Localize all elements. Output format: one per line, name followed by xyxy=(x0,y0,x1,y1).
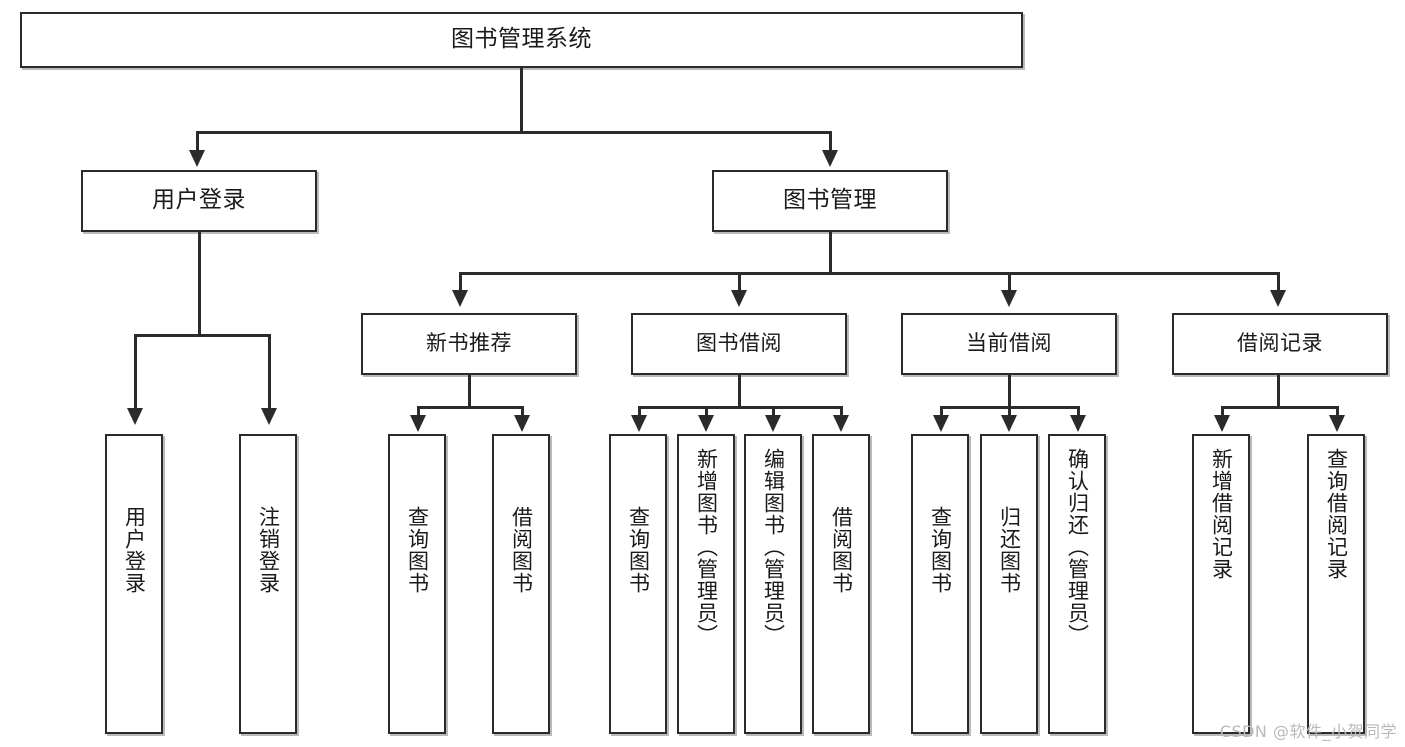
leaf-logout[interactable]: 注销登录 xyxy=(239,434,297,734)
edge-book-manage-elbow xyxy=(459,272,1279,275)
leaf-edit-book-label: 编辑图书（管理员） xyxy=(761,448,786,646)
node-current-borrow-label: 当前借阅 xyxy=(966,331,1052,356)
node-new-book-rec-label: 新书推荐 xyxy=(426,331,512,356)
arrow-root-to-book-manage xyxy=(822,150,838,167)
arrow-user-login-to-leaf-2 xyxy=(261,408,277,425)
edge-book-manage-stem xyxy=(829,232,832,274)
edge-root-stem xyxy=(520,68,523,133)
node-current-borrow[interactable]: 当前借阅 xyxy=(901,313,1117,375)
edge-user-login-elbow xyxy=(134,334,270,337)
arrow-user-login-to-leaf-1 xyxy=(127,408,143,425)
leaf-borrow-book-2-label: 借阅图书 xyxy=(829,506,854,594)
node-new-book-rec[interactable]: 新书推荐 xyxy=(361,313,577,375)
node-user-login[interactable]: 用户登录 xyxy=(81,170,317,232)
arrow-book-borrow-to-leaf-3 xyxy=(765,415,781,432)
leaf-return-book[interactable]: 归还图书 xyxy=(980,434,1038,734)
leaf-return-book-label: 归还图书 xyxy=(997,506,1022,594)
leaf-query-book-3[interactable]: 查询图书 xyxy=(911,434,969,734)
leaf-borrow-book-1-label: 借阅图书 xyxy=(509,506,534,594)
leaf-logout-label: 注销登录 xyxy=(256,506,281,594)
arrow-book-borrow-to-leaf-2 xyxy=(698,415,714,432)
node-root-label: 图书管理系统 xyxy=(451,26,592,53)
edge-root-elbow xyxy=(196,131,832,134)
leaf-add-record[interactable]: 新增借阅记录 xyxy=(1192,434,1250,734)
edge-book-borrow-to-leaf-4 xyxy=(840,406,843,420)
arrow-current-borrow-to-leaf-3 xyxy=(1070,415,1086,432)
arrow-root-to-user-login xyxy=(189,150,205,167)
arrow-borrow-record-to-leaf-2 xyxy=(1329,415,1345,432)
edge-book-borrow-elbow xyxy=(638,406,843,409)
edge-borrow-record-stem xyxy=(1277,375,1280,409)
node-book-manage-label: 图书管理 xyxy=(783,187,877,214)
leaf-borrow-book-2[interactable]: 借阅图书 xyxy=(812,434,870,734)
edge-root-to-user-login xyxy=(196,131,199,154)
edge-book-borrow-to-leaf-1 xyxy=(638,406,641,420)
edge-current-borrow-stem xyxy=(1008,375,1011,409)
leaf-user-login-label: 用户登录 xyxy=(122,506,147,594)
leaf-query-book-2[interactable]: 查询图书 xyxy=(609,434,667,734)
leaf-confirm-return[interactable]: 确认归还（管理员） xyxy=(1048,434,1106,734)
edge-book-manage-to-borrow-record xyxy=(1277,272,1280,294)
edge-book-borrow-stem xyxy=(738,375,741,409)
edge-new-book-rec-elbow xyxy=(417,406,523,409)
edge-root-to-book-manage xyxy=(829,131,832,154)
arrow-book-manage-to-borrow-record xyxy=(1270,290,1286,307)
csdn-watermark: CSDN @软件_小贺同学 xyxy=(1219,722,1397,741)
leaf-edit-book[interactable]: 编辑图书（管理员） xyxy=(744,434,802,734)
node-root[interactable]: 图书管理系统 xyxy=(20,12,1023,68)
edge-user-login-stem xyxy=(198,232,201,336)
edge-borrow-record-to-leaf-1 xyxy=(1221,406,1224,420)
leaf-query-book-1-label: 查询图书 xyxy=(405,506,430,594)
leaf-add-record-label: 新增借阅记录 xyxy=(1209,448,1234,580)
leaf-query-record-label: 查询借阅记录 xyxy=(1324,448,1349,580)
arrow-current-borrow-to-leaf-1 xyxy=(933,415,949,432)
edge-book-borrow-to-leaf-2 xyxy=(705,406,708,420)
edge-user-login-to-leaf-2 xyxy=(268,334,271,412)
arrow-book-borrow-to-leaf-4 xyxy=(833,415,849,432)
leaf-borrow-book-1[interactable]: 借阅图书 xyxy=(492,434,550,734)
leaf-add-book[interactable]: 新增图书（管理员） xyxy=(677,434,735,734)
arrow-borrow-record-to-leaf-1 xyxy=(1214,415,1230,432)
arrow-book-manage-to-new-book-rec xyxy=(452,290,468,307)
node-book-manage[interactable]: 图书管理 xyxy=(712,170,948,232)
edge-current-borrow-to-leaf-3 xyxy=(1077,406,1080,420)
arrow-current-borrow-to-leaf-2 xyxy=(1001,415,1017,432)
edge-new-book-rec-stem xyxy=(468,375,471,409)
arrow-book-manage-to-current-borrow xyxy=(1001,290,1017,307)
node-book-borrow-label: 图书借阅 xyxy=(696,331,782,356)
edge-new-book-rec-to-leaf-1 xyxy=(417,406,420,420)
node-user-login-label: 用户登录 xyxy=(152,187,246,214)
leaf-user-login[interactable]: 用户登录 xyxy=(105,434,163,734)
leaf-query-book-1[interactable]: 查询图书 xyxy=(388,434,446,734)
node-borrow-record-label: 借阅记录 xyxy=(1237,331,1323,356)
leaf-query-book-3-label: 查询图书 xyxy=(928,506,953,594)
edge-book-borrow-to-leaf-3 xyxy=(772,406,775,420)
edge-borrow-record-elbow xyxy=(1221,406,1338,409)
edge-borrow-record-to-leaf-2 xyxy=(1336,406,1339,420)
arrow-book-borrow-to-leaf-1 xyxy=(631,415,647,432)
edge-current-borrow-to-leaf-1 xyxy=(940,406,943,420)
edge-book-manage-to-new-book-rec xyxy=(459,272,462,294)
edge-user-login-to-leaf-1 xyxy=(134,334,137,412)
edge-new-book-rec-to-leaf-2 xyxy=(521,406,524,420)
edge-book-manage-to-current-borrow xyxy=(1008,272,1011,294)
node-book-borrow[interactable]: 图书借阅 xyxy=(631,313,847,375)
arrow-new-book-rec-to-leaf-1 xyxy=(410,415,426,432)
edge-current-borrow-to-leaf-2 xyxy=(1008,406,1011,420)
leaf-add-book-label: 新增图书（管理员） xyxy=(694,448,719,646)
node-borrow-record[interactable]: 借阅记录 xyxy=(1172,313,1388,375)
edge-book-manage-to-book-borrow xyxy=(738,272,741,294)
arrow-book-manage-to-book-borrow xyxy=(731,290,747,307)
leaf-query-record[interactable]: 查询借阅记录 xyxy=(1307,434,1365,734)
leaf-query-book-2-label: 查询图书 xyxy=(626,506,651,594)
leaf-confirm-return-label: 确认归还（管理员） xyxy=(1065,448,1090,646)
arrow-new-book-rec-to-leaf-2 xyxy=(514,415,530,432)
